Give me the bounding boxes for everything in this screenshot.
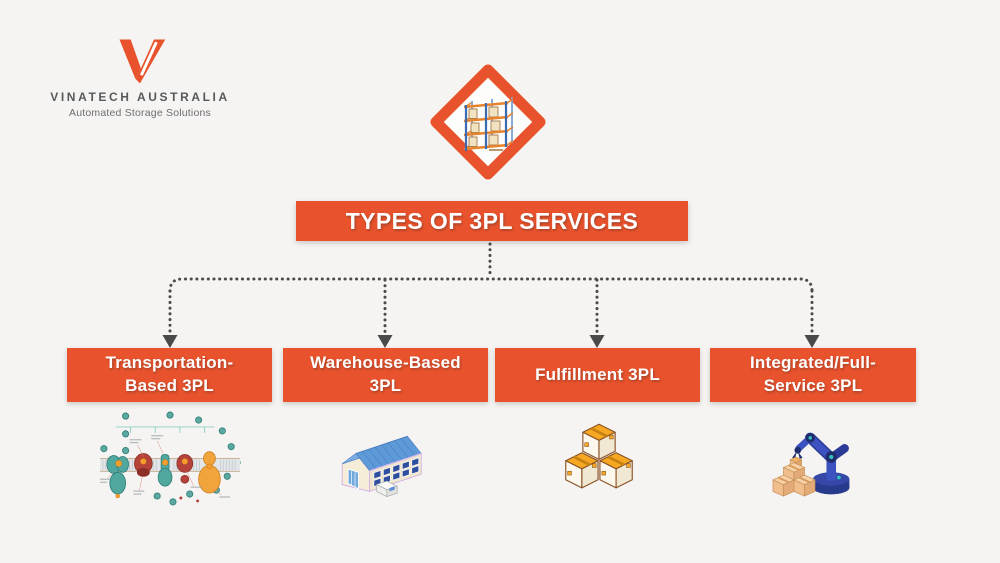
page-title: TYPES OF 3PL SERVICES <box>345 207 639 234</box>
header-diamond-badge <box>428 62 548 182</box>
robotic-arm-icon <box>772 432 850 497</box>
logo-name: VINATECH AUSTRALIA <box>50 90 230 104</box>
service-box-fulfillment: Fulfillment 3PL <box>495 348 700 402</box>
arrowheads <box>162 335 820 348</box>
service-label-line: Integrated/Full- <box>750 353 876 373</box>
title-banner: TYPES OF 3PL SERVICES <box>296 201 688 241</box>
logo-tagline: Automated Storage Solutions <box>69 107 211 119</box>
service-box-transportation-based: Transportation- Based 3PL <box>67 348 272 402</box>
service-label-line: Fulfillment 3PL <box>535 364 660 384</box>
service-box-integrated-full-service: Integrated/Full- Service 3PL <box>710 348 916 402</box>
service-label-line: Service 3PL <box>763 376 863 395</box>
membrane-transport-diagram-icon <box>99 411 241 506</box>
brand-logo: VINATECH AUSTRALIA Automated Storage Sol… <box>40 36 240 119</box>
stacked-boxes-icon <box>565 423 633 489</box>
service-label-line: Warehouse-Based <box>310 353 461 373</box>
service-label-line: Transportation- <box>105 353 234 373</box>
vinatech-v-icon <box>119 39 166 84</box>
service-label-line: Based 3PL <box>125 376 214 395</box>
service-label-line: 3PL <box>369 376 402 395</box>
warehouse-building-icon <box>341 435 422 498</box>
diamond-outline <box>430 64 546 180</box>
pallet-racking-icon <box>463 97 514 151</box>
service-box-warehouse-based: Warehouse-Based 3PL <box>283 348 488 402</box>
